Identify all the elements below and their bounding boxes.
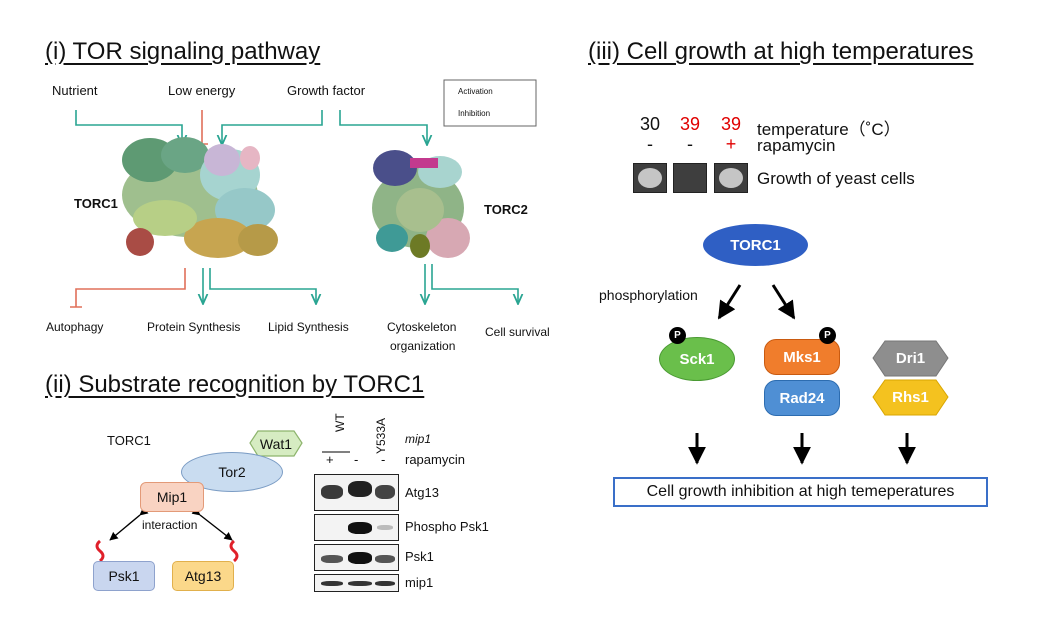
atg13-node: Atg13	[172, 561, 234, 591]
output-lipid-synthesis: Lipid Synthesis	[268, 320, 349, 334]
torc1-label: TORC1	[74, 196, 118, 211]
growth-label: Growth of yeast cells	[757, 169, 915, 188]
legend-inhibition-label: Inhibition	[458, 109, 491, 118]
mks1-node: Mks1	[764, 339, 840, 375]
blot-rapamycin-sign-1: +	[326, 452, 334, 467]
phospho-arrow-mks1	[771, 284, 796, 320]
panel1-title: (i) TOR signaling pathway	[45, 38, 321, 65]
autophagy-inhibition	[70, 268, 186, 308]
legend-box	[443, 79, 537, 127]
nutrient-arrow	[75, 110, 182, 145]
rapamycin-sign-2: -	[687, 134, 693, 154]
lipid-synthesis-arrow	[209, 268, 316, 304]
blot-rapamycin-sign-3: -	[381, 452, 386, 467]
output-protein-synthesis: Protein Synthesis	[147, 320, 241, 334]
sck1-phospho-badge: P	[669, 327, 686, 344]
input-growth-factor: Growth factor	[287, 83, 366, 98]
output-organization: organization	[390, 339, 456, 353]
blot-rapamycin-sign-2: -	[354, 452, 359, 467]
psk1-squiggle	[95, 539, 105, 563]
output-cytoskeleton: Cytoskeleton	[387, 320, 457, 334]
blot-mip1-image	[314, 574, 399, 592]
panel2-arrows	[109, 506, 233, 541]
blot-row-atg13: Atg13	[405, 485, 439, 500]
rapamycin-label: rapamycin	[757, 136, 836, 155]
panel3-arrows	[688, 284, 916, 465]
phosphorylation-label: phosphorylation	[599, 287, 698, 303]
growth-plate-30	[633, 163, 667, 193]
growth-plate-39-rapamycin	[714, 163, 748, 193]
rapamycin-sign-1: -	[647, 134, 653, 154]
atg13-squiggle	[229, 539, 239, 563]
blot-row-phospho-psk1: Phospho Psk1	[405, 519, 489, 534]
sck1-node: Sck1	[659, 337, 735, 381]
input-low-energy: Low energy	[168, 83, 236, 98]
dri1-node: Dri1	[895, 350, 926, 367]
rhs1-node: Rhs1	[892, 389, 929, 406]
phospho-arrow-sck1	[717, 284, 742, 320]
result-box: Cell growth inhibition at high temeperat…	[613, 477, 988, 507]
torc1-node: TORC1	[703, 224, 808, 266]
blot-psk1-image	[314, 544, 399, 571]
panel2-torc1-label: TORC1	[107, 433, 151, 448]
dri1-hexagon	[872, 340, 949, 377]
temperature-3: 39	[720, 114, 742, 134]
rapamycin-sign-3: +	[725, 134, 737, 154]
mip1-node: Mip1	[140, 482, 204, 512]
mks1-phospho-badge: P	[819, 327, 836, 344]
degron-squiggles	[95, 539, 239, 563]
rhs1-hexagon	[872, 379, 949, 416]
interaction-arrow-left	[109, 506, 149, 541]
rad24-node: Rad24	[764, 380, 840, 416]
wat1-node: Wat1	[259, 435, 293, 452]
psk1-node: Psk1	[93, 561, 155, 591]
growth-plate-39	[673, 163, 707, 193]
torc2-structure	[372, 150, 470, 258]
blot-phospho-psk1-image	[314, 514, 399, 541]
temperature-label: temperature（˚C）	[757, 120, 901, 139]
torc2-label: TORC2	[484, 202, 528, 217]
blot-row-mip1: mip1	[405, 575, 434, 590]
panel1-arrows	[75, 93, 518, 304]
output-cell-survival: Cell survival	[485, 325, 550, 339]
output-autophagy: Autophagy	[46, 320, 104, 334]
temperature-1: 30	[639, 114, 661, 134]
blot-row-psk1: Psk1	[405, 549, 434, 564]
interaction-arrow-right	[191, 507, 233, 541]
interaction-label: interaction	[142, 518, 198, 532]
blot-rapamycin-label: rapamycin	[405, 452, 465, 467]
blot-col-wt: WT	[333, 413, 347, 432]
input-nutrient: Nutrient	[52, 83, 98, 98]
torc1-structure	[122, 137, 278, 258]
temperature-2: 39	[679, 114, 701, 134]
panel2-title: (ii) Substrate recognition by TORC1	[45, 371, 425, 398]
low-energy-inhibition	[196, 110, 208, 145]
cell-survival-arrow	[431, 264, 518, 304]
panel3-title: (iii) Cell growth at high temperatures	[588, 38, 974, 65]
blot-mip1-label: mip1	[405, 432, 432, 446]
blot-col-y533a: Y533A	[374, 417, 388, 454]
growth-factor-torc1-arrow	[222, 110, 323, 145]
legend-activation-label: Activation	[458, 87, 493, 96]
blot-atg13-image	[314, 474, 399, 511]
growth-factor-torc2-arrow	[339, 110, 427, 145]
